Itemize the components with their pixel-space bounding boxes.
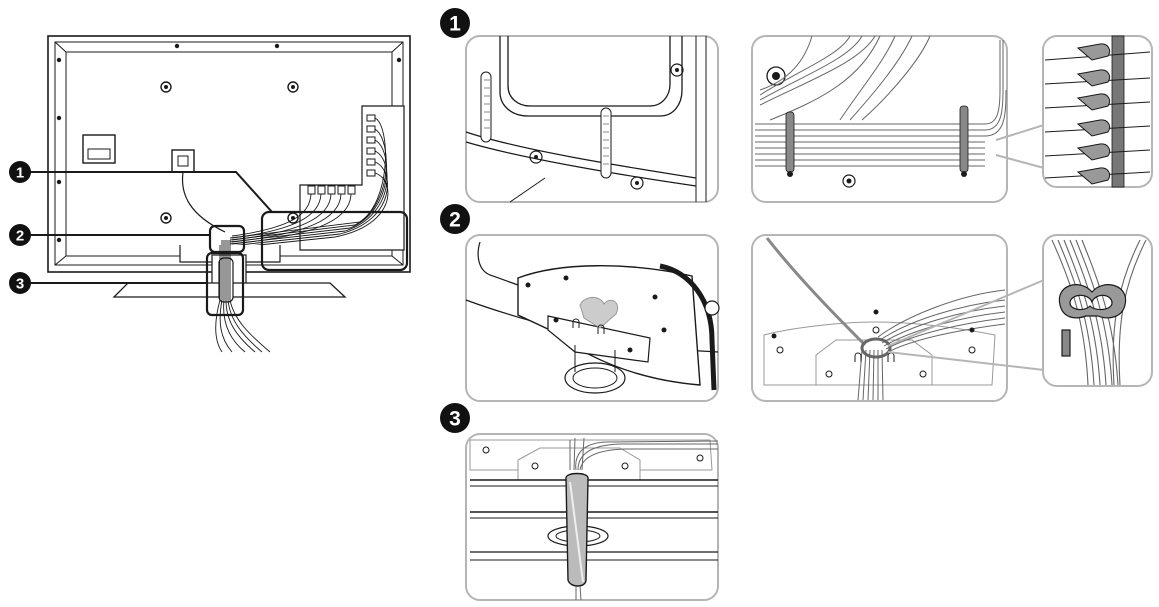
step-2-panel-bundle-clip xyxy=(751,234,1045,402)
highlight-box-1 xyxy=(260,210,409,272)
svg-text:3: 3 xyxy=(449,408,461,431)
cables-down xyxy=(215,240,271,353)
step-1-panel-tv-back xyxy=(465,35,719,203)
step-1-panel-cable-bundle xyxy=(751,35,1045,203)
callout-line-1 xyxy=(22,171,273,213)
svg-text:2: 2 xyxy=(449,209,461,232)
step-2-panel-stand-bracket xyxy=(465,234,720,402)
step-3-panel-cable-cover xyxy=(465,433,719,601)
svg-text:2: 2 xyxy=(16,228,24,245)
cable-clip-icon xyxy=(860,337,892,359)
step-3-badge: 3 xyxy=(440,403,470,433)
svg-text:3: 3 xyxy=(16,276,24,293)
callout-badge-2: 2 xyxy=(9,224,31,246)
tv-back-view: 1 2 3 xyxy=(9,35,411,353)
svg-text:1: 1 xyxy=(16,165,24,182)
step-3-section: 3 xyxy=(440,403,719,601)
tv-cable-bundle xyxy=(229,117,389,249)
callout-badge-3: 3 xyxy=(9,272,31,294)
step-1-badge: 1 xyxy=(440,8,470,38)
step-2-badge: 2 xyxy=(440,204,470,234)
power-socket xyxy=(171,149,195,173)
cable-clip-icon xyxy=(1076,43,1111,185)
wall-mount-screws xyxy=(160,81,299,224)
step-1-section: 1 xyxy=(440,8,1153,203)
cable-clip-icon xyxy=(1058,284,1127,357)
step-2-panel-clip-closeup xyxy=(1042,234,1153,387)
callout-badge-1: 1 xyxy=(9,161,31,183)
step-1-panel-clip-detail xyxy=(1042,35,1153,188)
svg-text:1: 1 xyxy=(449,13,461,36)
clip-outline xyxy=(579,296,618,329)
step-2-section: 2 xyxy=(440,204,1153,402)
